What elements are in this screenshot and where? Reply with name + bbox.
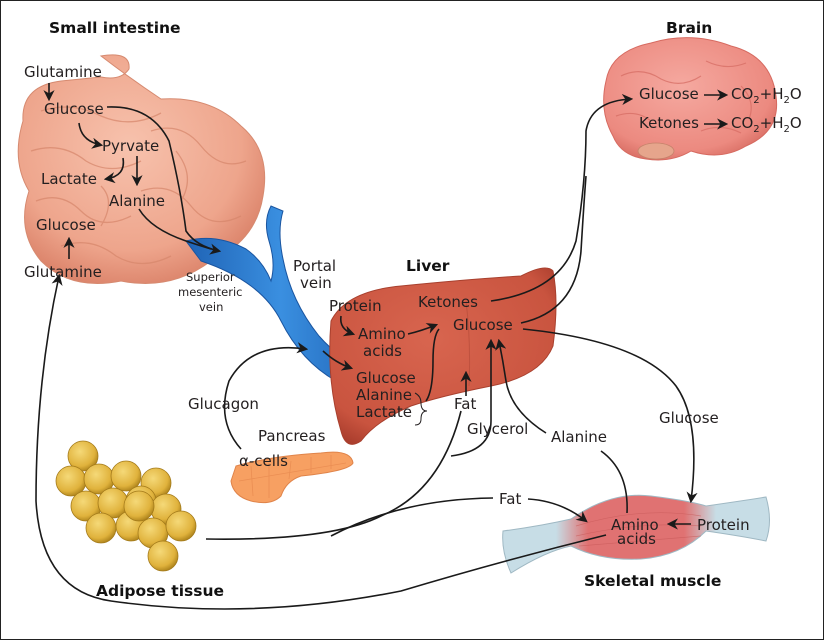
label-glucose-bottom: Glucose xyxy=(36,216,96,234)
arrow-glucose-to-brain xyxy=(520,175,587,324)
label-liver-in-lactate: Lactate xyxy=(356,403,412,421)
arrow-fat-line xyxy=(330,497,494,537)
arrow-amino-to-glucose xyxy=(407,323,439,335)
arrow-glucose-to-pyruvate xyxy=(78,122,104,149)
title-adipose: Adipose tissue xyxy=(96,582,224,600)
portal-vein xyxy=(185,205,377,391)
label-glucose-top: Glucose xyxy=(44,100,104,118)
label-fat-to-muscle: Fat xyxy=(499,490,521,508)
label-glutamine-top: Glutamine xyxy=(24,63,102,81)
arrow-muscle-alanine xyxy=(600,450,628,514)
label-glycerol: Glycerol xyxy=(467,420,528,438)
label-brain-product-1: CO2+H2O xyxy=(731,85,802,106)
arrow-glucose-to-vein xyxy=(106,106,222,255)
label-glucose-to-muscle: Glucose xyxy=(659,409,719,427)
label-portal-1: Portal xyxy=(293,257,336,275)
fat-cell xyxy=(147,540,179,572)
label-glucagon: Glucagon xyxy=(188,395,259,413)
label-lactate: Lactate xyxy=(41,170,97,188)
label-liver-protein: Protein xyxy=(329,297,382,315)
brain-organ xyxy=(603,37,778,161)
label-brain-glucose: Glucose xyxy=(639,85,699,103)
label-portal-2: vein xyxy=(300,274,332,292)
label-liver-glucose: Glucose xyxy=(453,316,513,334)
title-small-intestine: Small intestine xyxy=(49,19,181,37)
title-liver: Liver xyxy=(406,257,450,275)
small-intestine-organ xyxy=(17,54,266,284)
label-muscle-amino-2: acids xyxy=(617,530,656,548)
arrow-glucagon xyxy=(223,342,309,450)
label-fat-to-liver: Fat xyxy=(454,395,476,413)
label-muscle-amino-1: Amino xyxy=(611,516,659,534)
arrow-alanine-to-vein xyxy=(138,208,212,250)
label-alanine-flow: Alanine xyxy=(551,428,607,446)
flow-arrows xyxy=(35,83,729,610)
pancreas-organ xyxy=(230,451,354,504)
arrow-fat-to-muscle xyxy=(527,498,588,523)
label-superior-3: vein xyxy=(199,300,223,314)
label-alanine-intestine: Alanine xyxy=(109,192,165,210)
fat-cell xyxy=(123,490,155,522)
title-skeletal-muscle: Skeletal muscle xyxy=(584,572,721,590)
label-superior-2: mesenteric xyxy=(178,285,242,299)
label-liver-in-glucose: Glucose xyxy=(356,369,416,387)
label-brain-ketones: Ketones xyxy=(639,114,699,132)
label-pancreas: Pancreas xyxy=(258,427,326,445)
label-pyruvate: Pyrvate xyxy=(102,137,159,155)
skeletal-muscle-organ xyxy=(502,494,770,574)
label-liver-in-alanine: Alanine xyxy=(356,386,412,404)
fat-cell xyxy=(67,440,99,472)
arrow-vein-to-liver xyxy=(322,350,354,371)
arrow-ketones-to-brain xyxy=(490,93,634,302)
fat-cell xyxy=(165,510,197,542)
arrow-glucose-to-muscle xyxy=(522,328,698,504)
arrow-alanine-lactate-to-glucose xyxy=(425,328,440,402)
arrow-glycerol-to-liver xyxy=(450,338,497,457)
label-muscle-protein: Protein xyxy=(697,516,750,534)
fat-cell xyxy=(85,512,117,544)
label-superior-1: Superior xyxy=(186,270,235,284)
arrow-pyruvate-to-lactate xyxy=(103,157,125,184)
label-liver-ketones: Ketones xyxy=(418,293,478,311)
arrow-muscle-to-intestine xyxy=(35,273,607,610)
arrow-protein-to-amino xyxy=(339,315,356,337)
label-alpha-cells: α-cells xyxy=(239,452,288,470)
label-brain-product-2: CO2+H2O xyxy=(731,114,802,135)
label-liver-amino-1: Amino xyxy=(358,325,406,343)
fat-cell xyxy=(110,460,142,492)
arrow-alanine-to-liver xyxy=(495,338,547,434)
label-liver-amino-2: acids xyxy=(363,342,402,360)
label-glutamine-bottom: Glutamine xyxy=(24,263,102,281)
adipose-tissue-organ xyxy=(55,440,197,572)
title-brain: Brain xyxy=(666,19,712,37)
arrow-adipose-to-fat xyxy=(205,410,462,540)
bracket-icon xyxy=(414,392,428,426)
